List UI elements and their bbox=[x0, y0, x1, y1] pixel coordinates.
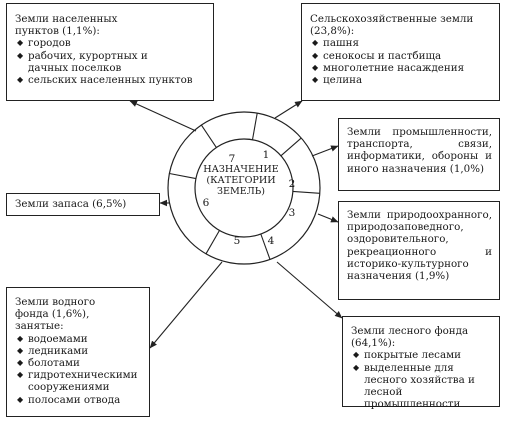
list-item: ◆гидротехническими сооружениями bbox=[17, 369, 138, 394]
segment-divider bbox=[200, 124, 217, 148]
list-item: ◆водоемами bbox=[17, 332, 88, 345]
box-agricultural: Сельскохозяйственные земли (23,8%): ◆паш… bbox=[301, 3, 500, 101]
box-settlements-title: Земли населенных пунктов (1,1%): bbox=[15, 13, 118, 38]
list-item: ◆многолетние насаждения bbox=[312, 61, 465, 74]
center-label-line-3: ЗЕМЕЛЬ) bbox=[216, 186, 266, 197]
center-label-line-1: НАЗНАЧЕНИЕ bbox=[203, 164, 279, 175]
arrow-to-agricultural bbox=[274, 100, 303, 119]
box-forest-list: ◆покрытые лесами ◆выделенные для лесного… bbox=[351, 349, 492, 410]
box-protected-title: Земли природоохранного, природозаповедно… bbox=[347, 209, 492, 283]
arrow-to-forest bbox=[276, 261, 343, 319]
segment-number-3: 3 bbox=[289, 207, 296, 219]
bullet-icon: ◆ bbox=[312, 38, 319, 48]
box-water: Земли водного фонда (1,6%), занятые: ◆во… bbox=[6, 287, 150, 417]
list-item: ◆сенокосы и пастбища bbox=[312, 49, 442, 62]
segment-divider bbox=[251, 113, 258, 140]
arrow-to-industry bbox=[311, 145, 339, 157]
segment-divider bbox=[260, 233, 271, 260]
arrow-to-settlements bbox=[129, 100, 197, 132]
segment-number-7: 7 bbox=[229, 153, 236, 165]
list-item: ◆сельских населенных пунктов bbox=[17, 74, 193, 87]
box-protected: Земли природоохранного, природозаповедно… bbox=[338, 201, 500, 300]
box-reserve-title: Земли запаса (6,5%) bbox=[15, 198, 127, 210]
box-industry-title: Земли промышленности, транспорта, связи,… bbox=[347, 126, 492, 175]
box-agricultural-title: Сельскохозяйственные земли (23,8%): bbox=[310, 13, 474, 38]
bullet-icon: ◆ bbox=[312, 50, 319, 60]
bullet-icon: ◆ bbox=[312, 75, 319, 85]
bullet-icon: ◆ bbox=[17, 370, 24, 380]
bullet-icon: ◆ bbox=[17, 50, 24, 60]
box-agricultural-list: ◆пашня ◆сенокосы и пастбища ◆многолетние… bbox=[310, 37, 491, 86]
segment-divider bbox=[280, 137, 302, 157]
box-settlements: Земли населенных пунктов (1,1%): ◆городо… bbox=[6, 3, 214, 101]
bullet-icon: ◆ bbox=[17, 38, 24, 48]
box-reserve: Земли запаса (6,5%) bbox=[6, 193, 160, 216]
segment-number-5: 5 bbox=[234, 235, 241, 247]
segment-divider bbox=[292, 190, 320, 194]
segment-number-2: 2 bbox=[289, 178, 296, 190]
box-forest: Земли лесного фонда (64,1%): ◆покрытые л… bbox=[342, 316, 500, 410]
inner-ring bbox=[194, 138, 294, 238]
outer-ring bbox=[167, 111, 321, 265]
list-item: ◆пашня bbox=[312, 37, 359, 50]
list-item: ◆выделенные для лесного хозяйства и лесн… bbox=[353, 361, 475, 411]
center-label-line-2: (КАТЕГОРИИ bbox=[206, 175, 276, 186]
center-label: НАЗНАЧЕНИЕ (КАТЕГОРИИ ЗЕМЕЛЬ) bbox=[202, 164, 280, 197]
bullet-icon: ◆ bbox=[353, 350, 360, 360]
bullet-icon: ◆ bbox=[17, 345, 24, 355]
list-item: ◆болотами bbox=[17, 357, 80, 370]
box-forest-title: Земли лесного фонда (64,1%): bbox=[351, 325, 469, 350]
bullet-icon: ◆ bbox=[17, 333, 24, 343]
segment-divider bbox=[205, 230, 220, 255]
segment-number-4: 4 bbox=[268, 235, 275, 247]
bullet-icon: ◆ bbox=[17, 75, 24, 85]
list-item: ◆рабочих, курортных и дачных поселков bbox=[17, 49, 148, 74]
list-item: ◆целина bbox=[312, 74, 363, 87]
segment-number-1: 1 bbox=[263, 149, 270, 161]
bullet-icon: ◆ bbox=[17, 358, 24, 368]
list-item: ◆городов bbox=[17, 37, 71, 50]
bullet-icon: ◆ bbox=[17, 394, 24, 404]
list-item: ◆полосами отвода bbox=[17, 393, 121, 406]
box-water-list: ◆водоемами ◆ледниками ◆болотами ◆гидроте… bbox=[15, 333, 141, 406]
bullet-icon: ◆ bbox=[353, 362, 360, 372]
segment-number-6: 6 bbox=[203, 197, 210, 209]
box-water-title: Земли водного фонда (1,6%), занятые: bbox=[15, 296, 96, 333]
box-settlements-list: ◆городов ◆рабочих, курортных и дачных по… bbox=[15, 37, 205, 86]
arrow-to-protected bbox=[317, 213, 339, 223]
box-industry: Земли промышленности, транспорта, связи,… bbox=[338, 118, 500, 191]
arrow-to-water bbox=[149, 261, 223, 349]
segment-divider bbox=[169, 172, 197, 180]
bullet-icon: ◆ bbox=[312, 62, 319, 72]
list-item: ◆покрытые лесами bbox=[353, 349, 461, 362]
list-item: ◆ледниками bbox=[17, 344, 89, 357]
